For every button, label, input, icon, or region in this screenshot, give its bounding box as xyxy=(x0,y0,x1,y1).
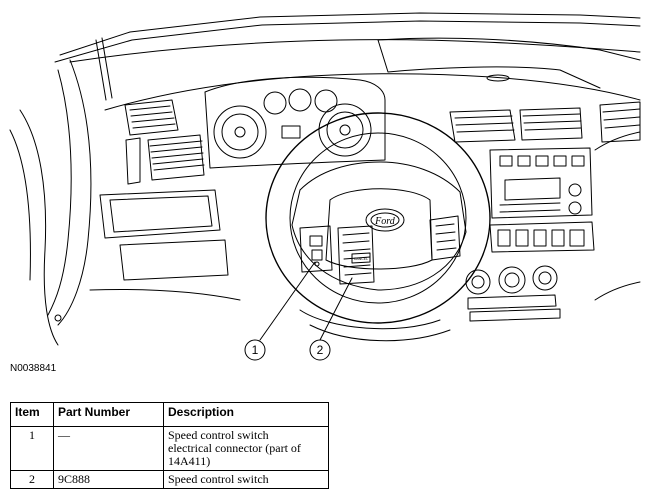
table-header-row: Item Part Number Description xyxy=(10,402,329,427)
defrost-vent xyxy=(486,74,510,82)
row-1-item: 1 xyxy=(10,426,54,471)
instrument-cluster xyxy=(204,76,386,169)
row-2-description-line-1: Speed control switch xyxy=(168,472,269,486)
header-part-number: Part Number xyxy=(53,402,164,427)
ford-emblem: Ford xyxy=(374,216,396,227)
row-1-description-line-1: Speed control switch xyxy=(168,428,269,442)
callout-leader-1 xyxy=(259,261,316,341)
windshield-edge xyxy=(54,12,641,101)
figure-id: N0038841 xyxy=(10,363,57,374)
row-1-description: Speed control switch electrical connecto… xyxy=(163,426,329,471)
row-2-description: Speed control switch xyxy=(163,470,329,489)
left-vents xyxy=(124,99,205,185)
dashboard-illustration: Ford CANCEL 1 2 xyxy=(9,12,641,361)
row-2-item: 2 xyxy=(10,470,54,489)
steering-wheel: Ford xyxy=(265,112,491,324)
lower-dash-left xyxy=(89,189,241,301)
parts-table: Item Part Number Description 1 — Speed c… xyxy=(10,402,329,489)
row-1-description-line-2: electrical connector (part of xyxy=(168,441,301,455)
table-row: 1 — Speed control switch electrical conn… xyxy=(10,426,329,471)
callout-2-label: 2 xyxy=(317,343,324,357)
callout-1: 1 xyxy=(244,339,266,361)
center-stack xyxy=(449,101,641,322)
header-item: Item xyxy=(10,402,54,427)
header-description: Description xyxy=(163,402,329,427)
row-1-description-line-3: 14A411) xyxy=(168,454,211,468)
callout-1-label: 1 xyxy=(252,343,259,357)
cancel-button-label: CANCEL xyxy=(354,257,368,261)
callout-leader-2 xyxy=(319,277,353,341)
a-pillar xyxy=(9,59,92,346)
row-1-part-number: — xyxy=(53,426,164,471)
callout-2: 2 xyxy=(309,339,331,361)
table-row: 2 9C888 Speed control switch xyxy=(10,470,329,489)
speed-control-connector xyxy=(299,225,333,273)
speed-control-switch: CANCEL xyxy=(337,225,375,285)
dash-top xyxy=(69,37,641,111)
row-2-part-number: 9C888 xyxy=(53,470,164,489)
right-wheel-switches xyxy=(429,215,461,261)
